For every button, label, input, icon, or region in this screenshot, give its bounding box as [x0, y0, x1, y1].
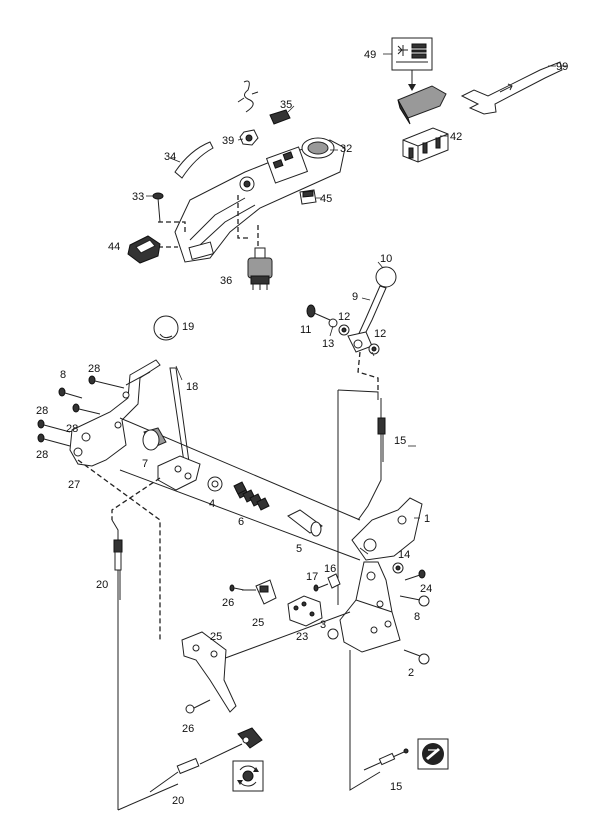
- callout-6: 6: [238, 516, 244, 528]
- callout-8-right: 8: [414, 611, 420, 623]
- callout-33: 33: [132, 191, 144, 203]
- callout-44: 44: [108, 241, 120, 253]
- lever-symbol-icon: [417, 738, 449, 770]
- washer-3: [327, 628, 339, 640]
- callout-15-upper: 15: [394, 435, 406, 447]
- cable-15-lower: [363, 748, 409, 771]
- callout-27: 27: [68, 479, 80, 491]
- bolt-2: [403, 649, 430, 665]
- callout-24: 26: [222, 597, 234, 609]
- main-lever-18: [153, 315, 201, 491]
- nut-39: [237, 129, 259, 146]
- callout-39: 39: [222, 135, 234, 147]
- callout-3: 3: [320, 619, 326, 631]
- callout-12-a: 12: [338, 311, 350, 323]
- forward-arrow-icon: [499, 83, 513, 93]
- callout-20-lower: 20: [172, 795, 184, 807]
- plug-45: [299, 189, 322, 205]
- bolts-28-group: [37, 375, 125, 447]
- callout-labels: 99 49 42 35 39 32 34 33 45 44 36 10 9 11…: [36, 49, 568, 807]
- cable-20-lower: [149, 727, 263, 793]
- callout-8-left: 8: [60, 369, 66, 381]
- bolt-11: [306, 304, 350, 336]
- screw-33: [146, 192, 164, 223]
- callout-2: 2: [408, 667, 414, 679]
- callout-20-upper: 20: [96, 579, 108, 591]
- callout-16: 16: [324, 563, 336, 575]
- bracket-27: [69, 359, 161, 467]
- callout-26: 26: [182, 723, 194, 735]
- callout-5: 5: [296, 543, 302, 555]
- callout-12-b: 12: [374, 328, 386, 340]
- callout-15-lower: 15: [390, 781, 402, 793]
- transmission-symbol-icon: [396, 43, 428, 63]
- callout-17: 17: [306, 571, 318, 583]
- callout-14: 14: [398, 549, 410, 561]
- clip-16-17: [313, 573, 341, 592]
- switch-23: [229, 579, 277, 605]
- callout-19: 19: [182, 321, 194, 333]
- callout-32: 32: [340, 143, 352, 155]
- bolt-8-right: [399, 595, 430, 607]
- switch-44: [127, 235, 161, 264]
- callout-11: 11: [300, 324, 311, 336]
- washer-4: [207, 476, 223, 492]
- callout-23: 25: [252, 617, 264, 629]
- callout-25: 25: [210, 631, 222, 643]
- bushing-7: [142, 427, 167, 451]
- leader-lines: [329, 65, 556, 555]
- callout-36: 36: [220, 275, 232, 287]
- callout-28-c: 28: [66, 423, 78, 435]
- bracket-1: [351, 497, 423, 561]
- callout-99: 99: [556, 61, 568, 73]
- washer-14: [392, 562, 404, 574]
- spring-clip: [237, 80, 259, 113]
- lever-9: [347, 261, 397, 355]
- bracket-3: [339, 561, 401, 653]
- bolt-26: [185, 699, 211, 714]
- connector-36: [247, 247, 273, 290]
- spanner-99: [460, 61, 568, 115]
- callout-4: 4: [209, 498, 215, 510]
- cable-20-upper: [111, 519, 123, 810]
- bracket-25: [181, 631, 237, 713]
- callout-10: 10: [380, 253, 392, 265]
- spring-6: [233, 481, 270, 511]
- callout-9: 9: [352, 291, 358, 303]
- plate-21: [287, 595, 323, 627]
- callout-49: 49: [364, 49, 376, 61]
- decal-49: [383, 37, 433, 91]
- callout-13: 13: [322, 338, 334, 350]
- callout-22: 24: [420, 583, 432, 595]
- callout-21: 23: [296, 631, 308, 643]
- cable-15-upper: [357, 398, 386, 521]
- tube-5: [287, 509, 323, 537]
- callout-28-b: 28: [36, 405, 48, 417]
- rocker-switch-42: [397, 85, 449, 163]
- handle-34: [169, 141, 214, 179]
- callout-35: 35: [280, 99, 292, 111]
- callout-18: 18: [186, 381, 198, 393]
- console-assembly: [150, 137, 346, 263]
- callout-34: 34: [164, 151, 176, 163]
- callout-45: 45: [320, 193, 332, 205]
- callout-7: 7: [142, 458, 148, 470]
- callout-42: 42: [450, 131, 462, 143]
- cap-35: [269, 105, 295, 125]
- callout-28-a: 28: [88, 363, 100, 375]
- rotate-gear-icon: [232, 760, 264, 792]
- callout-28-d: 28: [36, 449, 48, 461]
- callout-1: 1: [424, 513, 430, 525]
- bolt-22: [404, 569, 426, 581]
